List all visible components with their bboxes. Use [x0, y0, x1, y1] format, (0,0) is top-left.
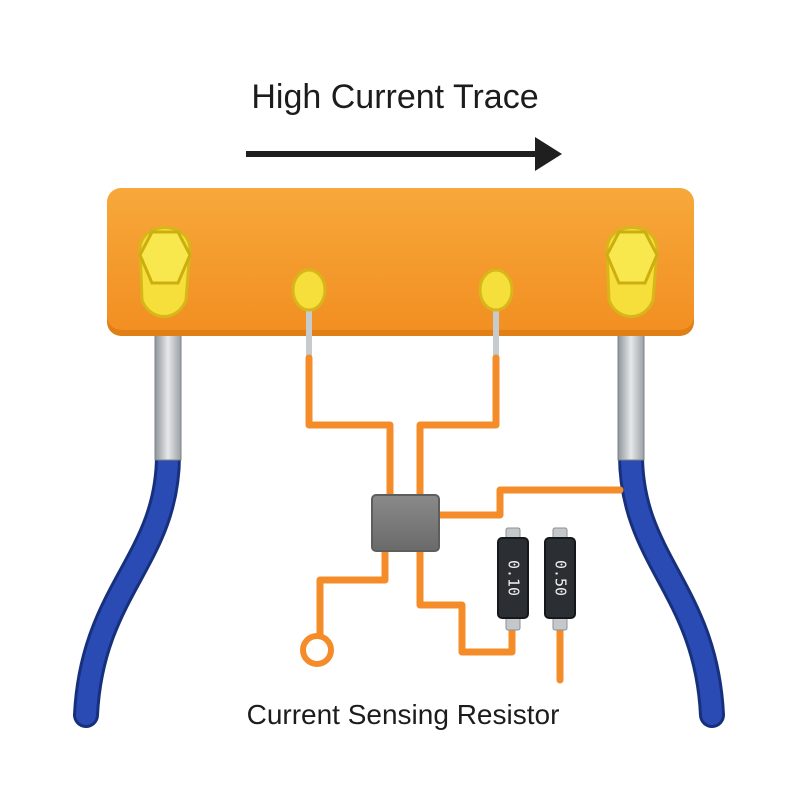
right-terminal-lug	[605, 226, 659, 318]
right-arrow-icon	[246, 137, 562, 171]
diagram-title: High Current Trace	[251, 78, 538, 116]
right-sense-pad	[478, 268, 514, 360]
right-cable	[617, 334, 725, 728]
diagram-caption: Current Sensing Resistor	[247, 699, 560, 730]
test-point-ring	[300, 633, 334, 667]
high-current-busbar	[107, 188, 694, 336]
left-terminal-lug	[138, 226, 192, 318]
left-sense-pad	[291, 268, 327, 360]
resistor-1-code: 0.10	[505, 560, 523, 596]
current-sense-resistor-1: 0.10	[497, 527, 529, 631]
current-sense-resistor-2: 0.50	[544, 527, 576, 631]
sense-traces	[305, 354, 624, 684]
sense-amplifier-chip	[371, 494, 440, 552]
resistor-2-code: 0.50	[552, 560, 570, 596]
left-cable	[73, 334, 182, 728]
